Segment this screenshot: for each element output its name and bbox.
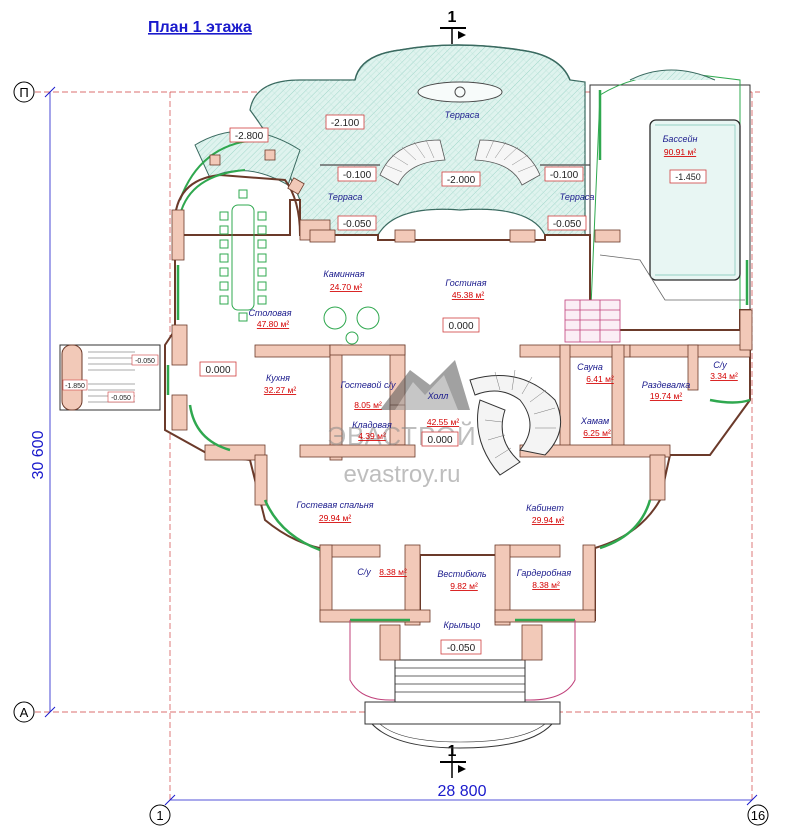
armchairs — [323, 306, 380, 345]
dimension-height: 30 600 — [30, 86, 56, 718]
svg-text:30 600: 30 600 — [30, 430, 47, 479]
room-name: Кладовая — [352, 420, 392, 430]
room-name: Холл — [427, 391, 449, 401]
room-area: 45.38 м² — [452, 290, 484, 300]
svg-text:-0.050: -0.050 — [447, 643, 476, 654]
level-mark: 0.000 — [442, 317, 480, 333]
level-mark: -2.800 — [229, 127, 269, 143]
svg-text:0.000: 0.000 — [427, 435, 452, 446]
level-mark: -0.050 — [337, 215, 377, 231]
svg-text:1: 1 — [156, 808, 163, 823]
room-name: Гардеробная — [517, 568, 572, 578]
front-porch — [349, 620, 576, 749]
svg-text:-0.100: -0.100 — [343, 170, 372, 181]
svg-text:-2.000: -2.000 — [447, 175, 476, 186]
room-name: Гостевая спальня — [296, 500, 373, 510]
svg-text:0.000: 0.000 — [448, 321, 473, 332]
svg-text:П: П — [19, 85, 28, 100]
room-area: 29.94 м² — [319, 513, 351, 523]
room-area: 47.80 м² — [257, 319, 289, 329]
room-name: Кабинет — [526, 503, 564, 513]
windows — [166, 90, 751, 622]
svg-text:-1.850: -1.850 — [65, 383, 85, 390]
watermark-logo — [380, 360, 470, 410]
svg-text:-0.050: -0.050 — [553, 219, 582, 230]
room-name: Столовая — [248, 308, 291, 318]
level-mark: -1.850 — [62, 379, 88, 391]
svg-text:1: 1 — [448, 9, 457, 26]
room-area: 6.41 м² — [586, 374, 614, 384]
room-name: С/у — [357, 567, 371, 577]
level-mark: -2.000 — [441, 171, 481, 187]
room-labels: Терраса Терраса Терраса Бассейн 90.91 м²… — [248, 110, 738, 630]
svg-text:-0.050: -0.050 — [111, 395, 131, 402]
room-name: Терраса — [328, 192, 363, 202]
svg-text:28 800: 28 800 — [438, 783, 487, 800]
svg-text:-2.100: -2.100 — [331, 118, 360, 129]
room-name: Гостевой с/у — [341, 380, 396, 390]
room-name: Кухня — [266, 373, 290, 383]
level-mark: -0.100 — [544, 166, 584, 182]
svg-text:-0.100: -0.100 — [550, 170, 579, 181]
level-marks: -2.800 -2.100 -0.100 -2.000 -0.100 -0.05… — [62, 114, 707, 655]
level-mark: -0.050 — [547, 215, 587, 231]
dining-table — [219, 189, 267, 322]
level-mark: -2.100 — [325, 114, 365, 130]
level-mark: -0.100 — [337, 166, 377, 182]
room-area: 8.38 м² — [379, 567, 407, 577]
room-name: Крыльцо — [444, 620, 481, 630]
room-name: Бассейн — [663, 134, 698, 144]
level-mark: -0.050 — [107, 391, 135, 403]
watermark-site: evastroy.ru — [344, 461, 461, 488]
room-name: Сауна — [577, 362, 603, 372]
axis-marker-right: 16 — [747, 804, 769, 826]
room-area: 24.70 м² — [330, 282, 362, 292]
section-mark-top: 1 — [440, 9, 466, 44]
level-mark: -1.450 — [669, 169, 707, 184]
room-name: Каминная — [323, 269, 364, 279]
pool-stairs — [564, 299, 621, 343]
room-name: Терраса — [445, 110, 480, 120]
room-area: 4.39 м² — [358, 431, 386, 441]
axis-marker-bottom: А — [13, 701, 35, 723]
room-name: С/у — [713, 360, 727, 370]
hall-stairs — [469, 369, 562, 476]
level-mark: -0.050 — [440, 639, 482, 655]
plan-title: План 1 этажа — [148, 19, 252, 36]
svg-text:0.000: 0.000 — [205, 365, 230, 376]
room-area: 6.25 м² — [583, 428, 611, 438]
svg-text:-2.800: -2.800 — [235, 131, 264, 142]
room-name: Гостиная — [445, 278, 486, 288]
axis-marker-left: 1 — [149, 804, 171, 826]
axis-marker-top: П — [13, 81, 35, 103]
svg-text:16: 16 — [751, 808, 765, 823]
room-name: Вестибюль — [437, 569, 487, 579]
svg-text:-1.450: -1.450 — [675, 172, 701, 182]
room-area: 9.82 м² — [450, 581, 478, 591]
room-area: 32.27 м² — [264, 385, 296, 395]
room-area: 3.34 м² — [710, 371, 738, 381]
svg-text:-0.050: -0.050 — [343, 219, 372, 230]
level-mark: -0.050 — [131, 354, 159, 366]
svg-text:-0.050: -0.050 — [135, 358, 155, 365]
section-mark-bottom: 1 — [440, 743, 466, 778]
terrace-stairs — [320, 139, 590, 186]
room-name: Терраса — [560, 192, 595, 202]
room-area: 19.74 м² — [650, 391, 682, 401]
room-area: 42.55 м² — [427, 417, 459, 427]
level-mark: 0.000 — [421, 431, 459, 447]
level-mark: 0.000 — [199, 361, 237, 377]
pool — [589, 69, 751, 341]
room-area: 8.05 м² — [354, 400, 382, 410]
room-area: 90.91 м² — [664, 147, 696, 157]
dimension-width: 28 800 — [164, 783, 758, 806]
terrace-area — [249, 44, 586, 236]
room-name: Хамам — [580, 416, 609, 426]
room-area: 29.94 м² — [532, 515, 564, 525]
room-name: Раздевалка — [642, 380, 691, 390]
room-area: 8.38 м² — [532, 580, 560, 590]
svg-text:А: А — [20, 705, 29, 720]
